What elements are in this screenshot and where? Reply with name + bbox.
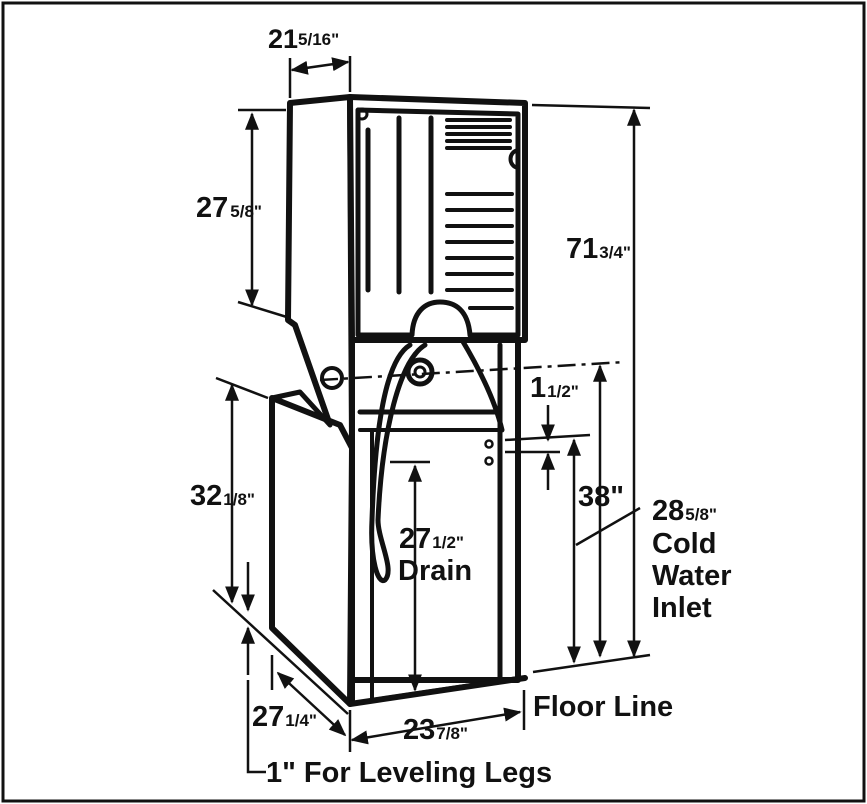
base-depth-label: 271/4": [252, 701, 317, 733]
water-inlet-leader: [575, 506, 641, 547]
drain-hose: [369, 342, 428, 584]
extension-line: [215, 376, 269, 400]
base-width-arrow: [350, 707, 522, 745]
lower-height-label: 321/8": [190, 480, 255, 512]
inlet-height-label: 38": [578, 481, 624, 513]
overall-height-label: 713/4": [566, 233, 631, 265]
louvres-lower: [445, 192, 514, 310]
exhaust-port: [508, 148, 520, 170]
top-width-label: 215/16": [268, 24, 339, 54]
leveling-legs-label: 1" For Leveling Legs: [266, 757, 552, 789]
cold-label: Cold: [652, 528, 716, 560]
centerline: [319, 360, 626, 382]
drain-height-label: 271/2": [399, 523, 464, 555]
dryer-back-panel: [347, 94, 528, 343]
inlet-label: Inlet: [652, 592, 712, 624]
valve-port-upper: [484, 439, 494, 449]
top-width-arrow: [290, 57, 350, 75]
appliance-drawing: [269, 94, 528, 707]
base-depth-arrow: [276, 671, 347, 737]
base-width-label: 237/8": [403, 714, 468, 746]
corner-screw: [355, 107, 369, 121]
dryer-inner-panel: [355, 107, 521, 338]
floor-line-label: Floor Line: [533, 691, 673, 723]
side-port: [320, 366, 344, 390]
washer-left-side: [269, 395, 355, 707]
water-inlet-dimension-label: 285/8": [652, 495, 717, 527]
dimension-lines: [212, 56, 651, 774]
extension-line: [531, 103, 651, 110]
extension-line: [532, 653, 651, 674]
valve-port-lower: [484, 456, 494, 466]
inlet-port: [405, 357, 435, 387]
drain-label: Drain: [398, 555, 472, 587]
inlet-hose: [459, 337, 505, 433]
extension-line: [237, 300, 291, 320]
legs-leader: [246, 680, 266, 774]
louvres-top: [445, 118, 512, 150]
offset-label: 11/2": [530, 372, 579, 404]
washer-top-ledge: [269, 389, 333, 428]
water-label: Water: [652, 560, 732, 592]
